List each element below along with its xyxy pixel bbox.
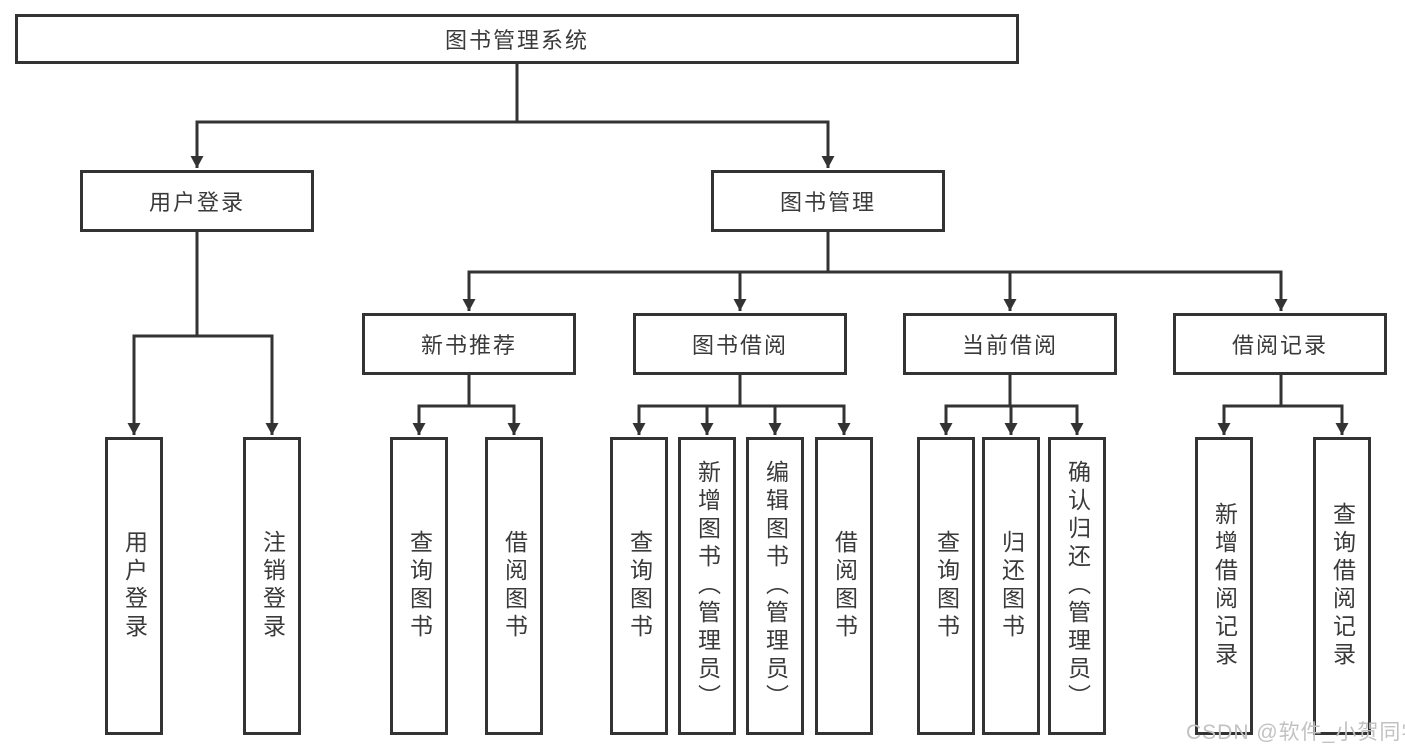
leaf-edit-books-admin: 编辑图书（管理员） bbox=[746, 437, 804, 735]
node-label: 用户登录 bbox=[148, 190, 245, 215]
leaf-label: 借阅图书 bbox=[501, 530, 528, 642]
leaf-add-books-admin: 新增图书（管理员） bbox=[678, 437, 736, 735]
node-library-management-system: 图书管理系统 bbox=[15, 14, 1019, 64]
node-label: 图书管理系统 bbox=[444, 28, 589, 53]
leaf-label: 用户登录 bbox=[121, 530, 148, 642]
node-new-book-recommend: 新书推荐 bbox=[362, 313, 576, 375]
node-book-management: 图书管理 bbox=[711, 170, 945, 232]
leaf-label: 查询借阅记录 bbox=[1329, 502, 1356, 670]
leaf-borrow-books-borrowing: 借阅图书 bbox=[815, 437, 873, 735]
leaf-label: 确认归还（管理员） bbox=[1064, 460, 1091, 712]
leaf-label: 归还图书 bbox=[998, 530, 1025, 642]
leaf-label: 查询图书 bbox=[933, 530, 960, 642]
leaf-query-books-borrowing: 查询图书 bbox=[610, 437, 668, 735]
leaf-label: 新增图书（管理员） bbox=[694, 460, 721, 712]
leaf-label: 借阅图书 bbox=[831, 530, 858, 642]
leaf-add-borrow-record: 新增借阅记录 bbox=[1195, 437, 1253, 735]
leaf-query-borrow-record: 查询借阅记录 bbox=[1313, 437, 1371, 735]
leaf-user-login: 用户登录 bbox=[105, 437, 163, 735]
leaf-logout: 注销登录 bbox=[243, 437, 301, 735]
leaf-label: 新增借阅记录 bbox=[1211, 502, 1238, 670]
node-book-borrowing: 图书借阅 bbox=[633, 313, 847, 375]
csdn-watermark: CSDN @软件_小贺同学 bbox=[1186, 721, 1405, 744]
node-label: 新书推荐 bbox=[420, 333, 517, 358]
node-current-borrowing: 当前借阅 bbox=[903, 313, 1117, 375]
node-label: 图书管理 bbox=[779, 190, 876, 215]
node-label: 当前借阅 bbox=[961, 333, 1058, 358]
leaf-query-books-recommend: 查询图书 bbox=[390, 437, 448, 735]
node-label: 图书借阅 bbox=[691, 333, 788, 358]
leaf-label: 编辑图书（管理员） bbox=[762, 460, 789, 712]
node-borrowing-records: 借阅记录 bbox=[1173, 313, 1387, 375]
node-label: 借阅记录 bbox=[1231, 333, 1328, 358]
leaf-return-books: 归还图书 bbox=[982, 437, 1040, 735]
leaf-confirm-return-admin: 确认归还（管理员） bbox=[1048, 437, 1106, 735]
leaf-borrow-books-recommend: 借阅图书 bbox=[485, 437, 543, 735]
leaf-query-books-current: 查询图书 bbox=[917, 437, 975, 735]
leaf-label: 查询图书 bbox=[406, 530, 433, 642]
leaf-label: 查询图书 bbox=[626, 530, 653, 642]
node-user-login: 用户登录 bbox=[80, 170, 314, 232]
leaf-label: 注销登录 bbox=[259, 530, 286, 642]
